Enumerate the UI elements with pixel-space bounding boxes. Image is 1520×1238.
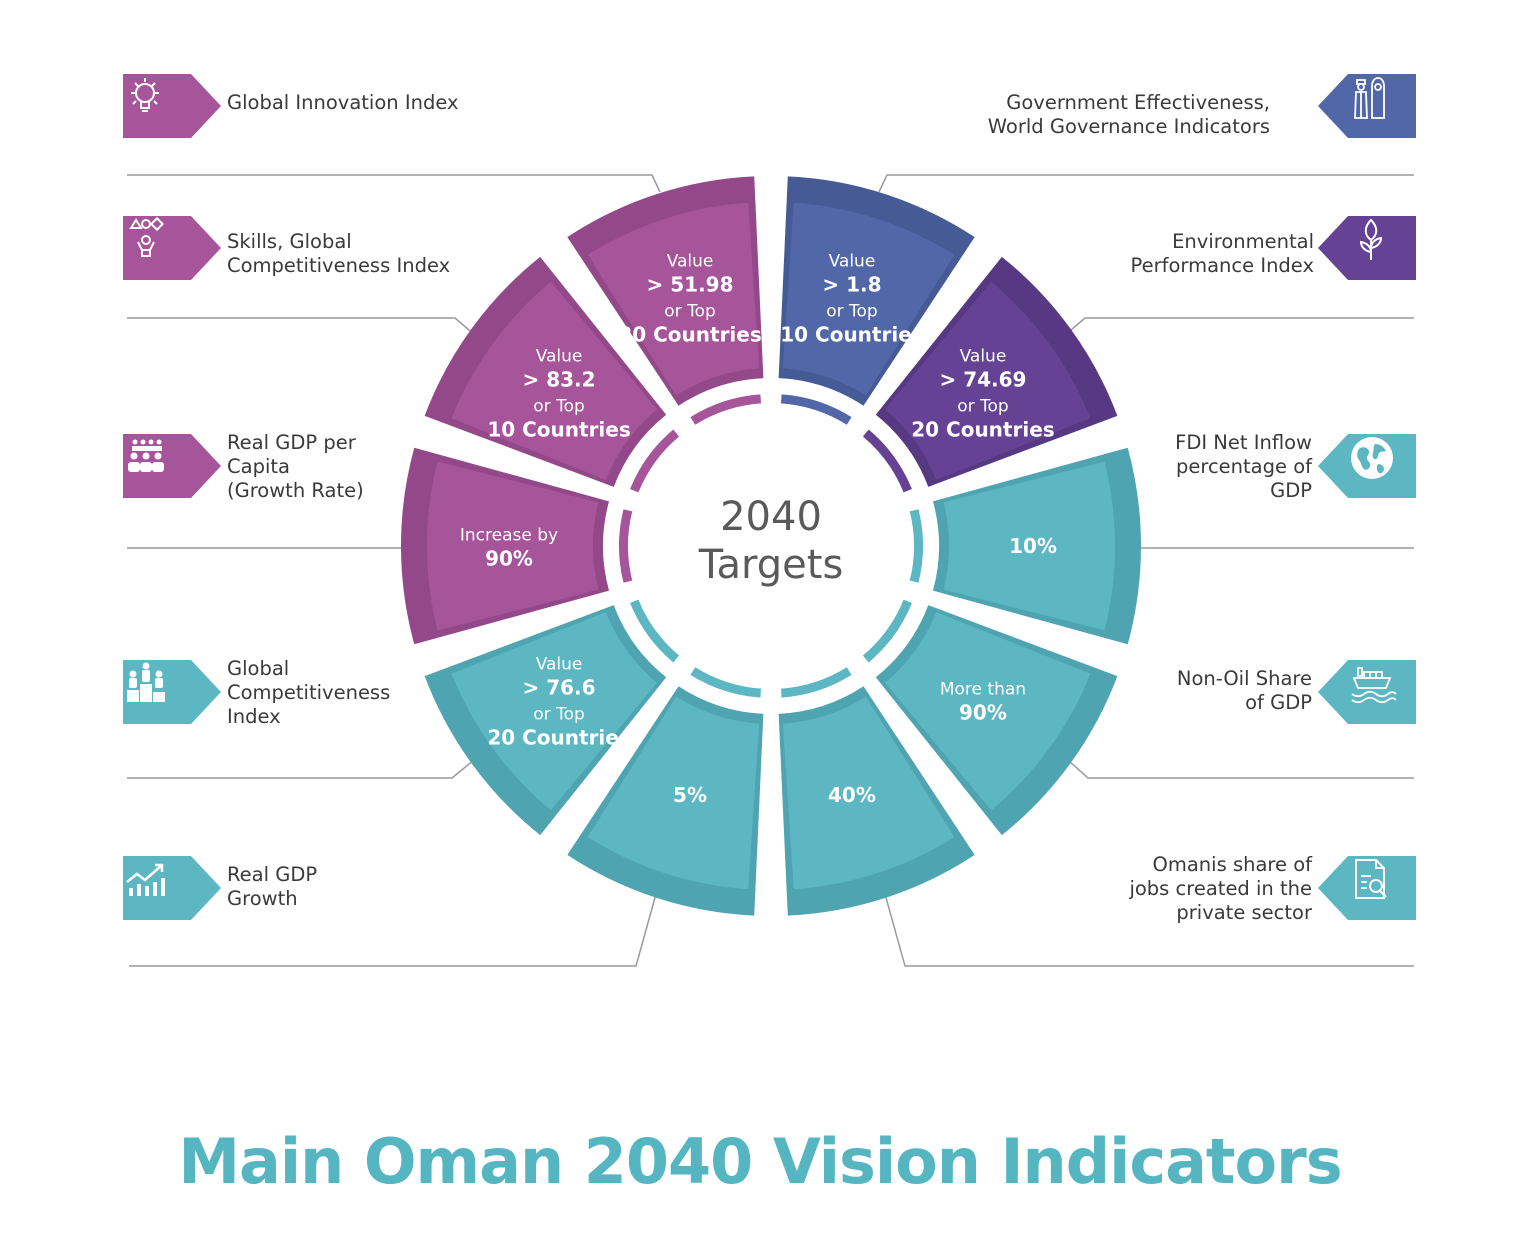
segment-face-9: [587, 202, 760, 396]
tag-global-innovation: [123, 74, 223, 138]
wheel-segments: [401, 176, 1142, 916]
segment-3-text-1: 90%: [959, 700, 1007, 724]
segment-6-text-2: or Top: [533, 704, 584, 724]
inner-ring-arc-4: [780, 667, 852, 698]
segment-1-text-0: Value: [960, 347, 1007, 367]
label-fdi-net-inflow: FDI Net Inflow percentage of GDP: [1175, 431, 1312, 502]
label-environmental-performance: Environmental Performance Index: [1130, 230, 1314, 277]
tag-environmental-performance: [1316, 216, 1416, 280]
segment-6-text-3: 20 Countries: [487, 725, 630, 749]
leader-line-8: [1067, 759, 1414, 779]
segment-9-text-1: > 51.98: [647, 272, 734, 296]
leader-line-3: [127, 759, 475, 779]
segment-4-text-0: 40%: [828, 783, 876, 807]
segment-0-text-2: or Top: [826, 301, 877, 321]
segment-0-text-0: Value: [829, 251, 876, 271]
growth-chart-icon: [123, 856, 191, 920]
lightbulb-icon: [123, 74, 191, 138]
segment-0-text-1: > 1.8: [822, 272, 881, 296]
segment-face-6: [451, 612, 658, 811]
segment-7-text-1: 90%: [485, 547, 533, 571]
skills-person-icon: [123, 216, 191, 280]
label-non-oil-share: Non-Oil Share of GDP: [1176, 667, 1312, 714]
segment-6-text-0: Value: [536, 654, 583, 674]
document-search-icon: [1348, 856, 1416, 920]
inner-ring-arc-9: [690, 394, 762, 425]
segment-7-text-0: Increase by: [460, 526, 558, 546]
leader-lines: [127, 174, 1414, 967]
segment-face-2: [943, 461, 1115, 631]
inner-ring-arc-7: [619, 509, 633, 583]
segment-6-text-1: > 76.6: [522, 675, 595, 699]
leader-line-9: [884, 893, 1414, 967]
center-year: 2040: [720, 494, 822, 540]
inner-ring-arc-5: [690, 667, 762, 698]
segment-8-text-2: or Top: [533, 397, 584, 417]
label-global-competitiveness: Global Competitiveness Index: [227, 657, 391, 728]
segment-1-text-3: 20 Countries: [911, 418, 1054, 442]
podium-icon: [123, 660, 191, 724]
inner-ring-arc-8: [630, 429, 680, 493]
cargo-ship-icon: [1348, 660, 1416, 724]
segment-1-text-2: or Top: [957, 397, 1008, 417]
inner-ring-arc-1: [862, 429, 912, 493]
page-title: Main Oman 2040 Vision Indicators: [178, 1125, 1342, 1198]
globe-icon: [1348, 434, 1416, 498]
label-global-innovation: Global Innovation Index: [227, 91, 459, 114]
label-government-effectiveness: Government Effectiveness, World Governan…: [987, 91, 1270, 138]
segment-9-text-2: or Top: [664, 301, 715, 321]
tag-non-oil-share: [1316, 660, 1416, 724]
segment-1-text-1: > 74.69: [939, 368, 1026, 392]
leader-line-0: [127, 174, 661, 193]
leader-line-1: [127, 317, 477, 337]
segment-face-5: [587, 696, 760, 890]
segment-9-text-3: 20 Countries: [618, 322, 761, 346]
inner-ring-arc-6: [630, 599, 680, 663]
segment-8-text-1: > 83.2: [522, 368, 595, 392]
plant-icon: [1348, 216, 1416, 280]
omani-people-icon: [1348, 74, 1416, 138]
tag-omanis-jobs-share: [1316, 856, 1416, 920]
tag-global-competitiveness: [123, 660, 223, 724]
center-caption: Targets: [698, 542, 844, 588]
leader-line-5: [878, 174, 1414, 193]
tag-real-gdp-per-capita: [123, 434, 223, 498]
inner-ring-arc-2: [909, 509, 924, 583]
inner-ring-arc-3: [862, 599, 912, 663]
label-skills: Skills, Global Competitiveness Index: [227, 230, 451, 277]
segment-face-4: [782, 696, 955, 890]
audience-icon: [123, 434, 191, 498]
segment-face-0: [782, 202, 955, 396]
label-omanis-jobs-share: Omanis share of jobs created in the priv…: [1129, 853, 1312, 924]
tag-skills: [123, 216, 223, 280]
segment-9-text-0: Value: [667, 251, 714, 271]
segment-2-text-0: 10%: [1009, 534, 1057, 558]
segment-3-text-0: More than: [940, 679, 1026, 699]
tag-government-effectiveness: [1316, 74, 1416, 138]
label-real-gdp-per-capita: Real GDP per Capita (Growth Rate): [227, 431, 364, 502]
segment-face-8: [451, 281, 658, 480]
inner-ring: [619, 394, 924, 698]
segment-5-text-0: 5%: [673, 783, 707, 807]
leader-line-4: [129, 893, 657, 967]
center-disc: [631, 406, 911, 686]
segment-face-3: [884, 612, 1091, 811]
leader-line-6: [1063, 317, 1414, 337]
label-real-gdp-growth: Real GDP Growth: [227, 863, 318, 910]
segment-face-1: [884, 281, 1091, 480]
segment-8-text-0: Value: [536, 347, 583, 367]
tag-real-gdp-growth: [123, 856, 223, 920]
tag-fdi-net-inflow: [1316, 434, 1416, 498]
segment-0-text-3: 10 Countries: [780, 322, 923, 346]
inner-ring-arc-0: [780, 394, 852, 425]
segment-8-text-3: 10 Countries: [487, 418, 630, 442]
segment-face-7: [427, 461, 599, 631]
